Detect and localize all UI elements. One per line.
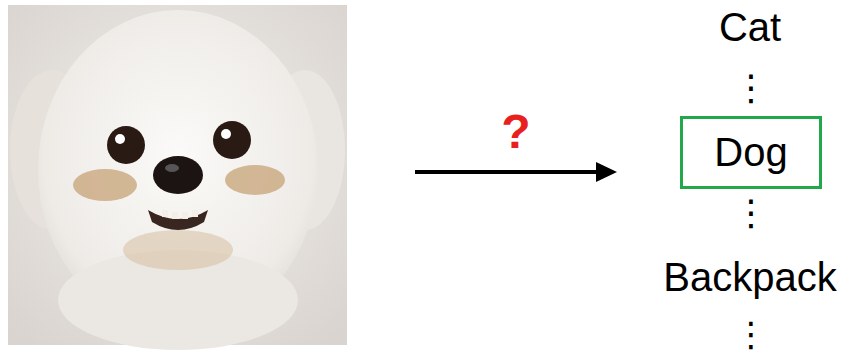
question-mark: ?: [501, 108, 530, 156]
class-name: Dog: [714, 132, 787, 172]
highlight-box: Dog: [680, 116, 822, 189]
ellipsis: ⋮: [733, 70, 769, 106]
class-name: Cat: [719, 7, 781, 47]
class-name: Backpack: [663, 257, 836, 297]
ellipsis: ⋮: [734, 317, 768, 351]
ellipsis: ⋮: [733, 195, 769, 231]
